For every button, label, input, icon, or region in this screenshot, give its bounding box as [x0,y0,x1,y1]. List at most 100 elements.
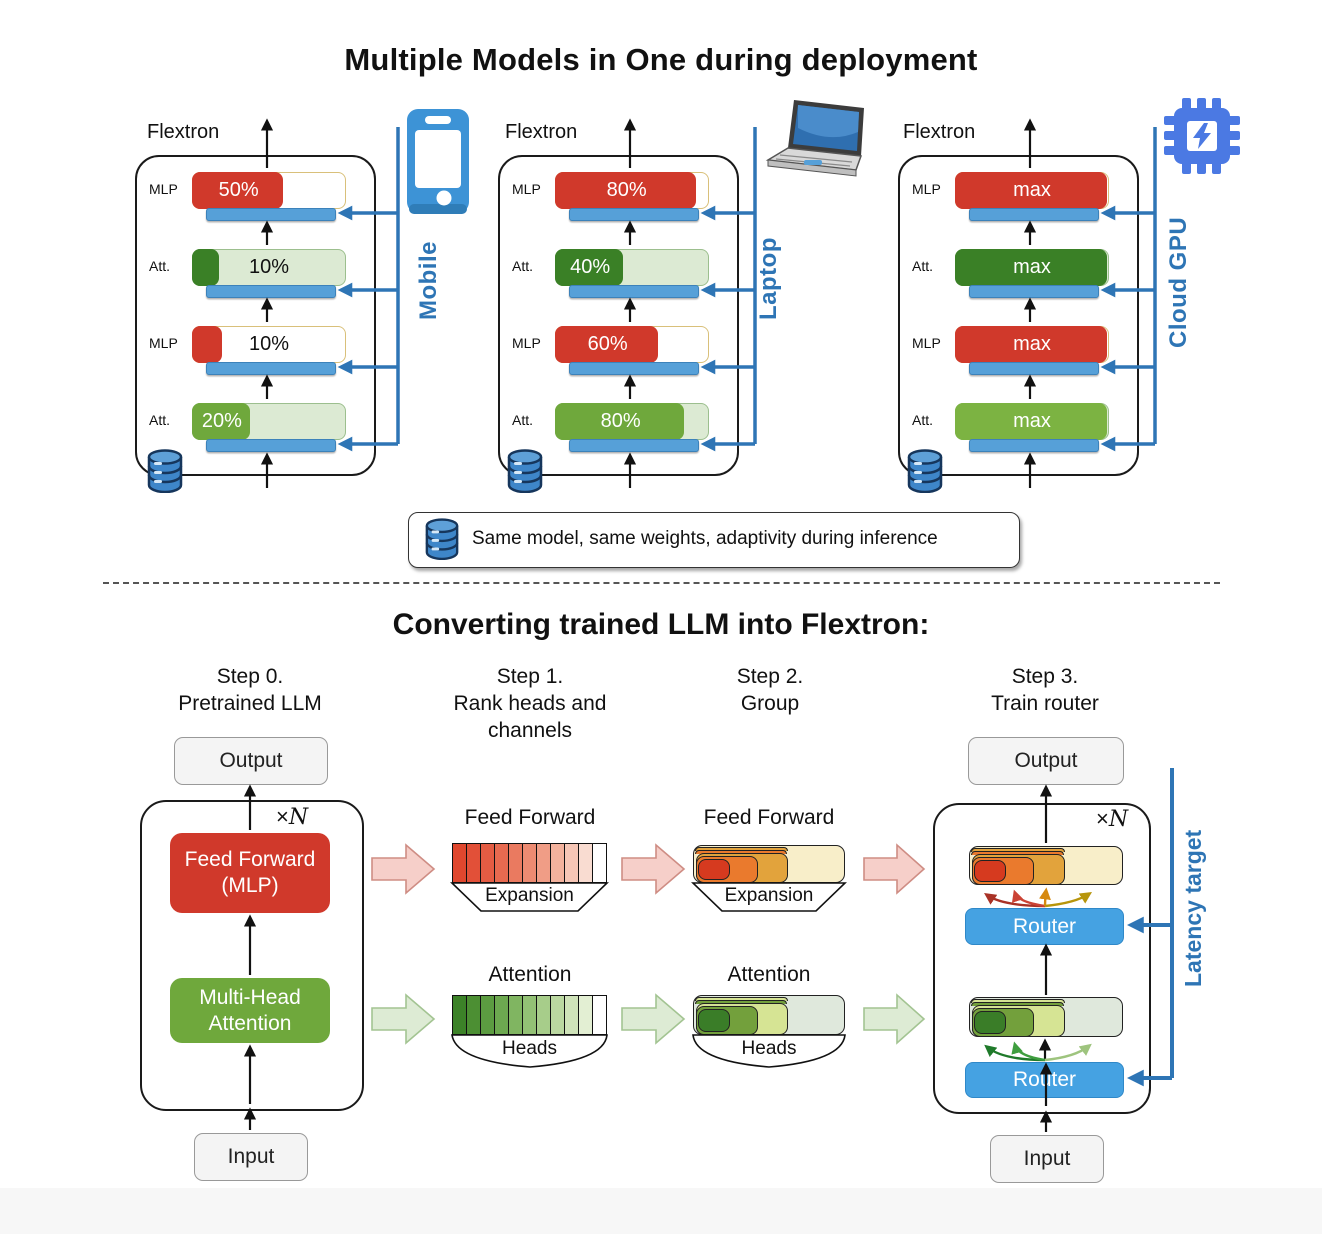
capacity-fill [955,249,1107,286]
layer-label: Att. [512,412,534,428]
rank-cell [481,844,494,882]
capacity-value: 50% [218,179,259,201]
router-bar [569,208,699,221]
layer-label: MLP [149,335,178,351]
feed-forward-label: Feed Forward [703,806,835,829]
capacity-value: 40% [570,256,611,278]
capacity-value: max [1013,179,1051,201]
capacity-fill [192,249,220,286]
heads-label: Heads [741,1038,797,1059]
capacity-fill [192,326,223,363]
rank-cell [593,844,606,882]
capacity-fill [192,403,250,440]
capacity-value: 10% [248,256,290,278]
router-bar [969,362,1099,375]
heads-label: Heads [502,1038,557,1059]
router-bar [206,439,336,452]
rank-cell [453,996,466,1034]
capacity-value: 60% [587,333,628,355]
rank-cell [551,996,564,1034]
laptop-icon [765,100,864,177]
device-label-cloud-gpu: Cloud GPU [1165,216,1192,348]
capacity-fill [555,326,659,363]
ff-channel-rank-bar [452,843,607,883]
rank-cell [509,844,522,882]
router-box-att: Router [965,1062,1124,1098]
capacity-fill [555,172,697,209]
attention-label: Attention [488,963,572,986]
mlp-capacity-track: max [955,172,1109,209]
bottom-title: Converting trained LLM into Flextron: [392,608,930,641]
input-box: Input [990,1135,1104,1183]
layer-label: MLP [512,181,541,197]
capacity-value: max [1013,333,1051,355]
router-box-ff: Router [965,908,1124,945]
att-capacity-track: 40% [555,249,709,286]
layer-label: MLP [512,335,541,351]
capacity-fill [955,403,1107,440]
panel-title-flextron-laptop: Flextron [505,121,578,143]
top-title: Multiple Models in One during deployment [344,42,978,77]
capacity-value: 10% [248,333,290,355]
rank-cell [467,844,480,882]
capacity-fill [955,172,1107,209]
output-box: Output [174,737,328,785]
times-n-label: ×N [276,804,309,830]
capacity-value: 80% [606,179,647,201]
router-bar [206,285,336,298]
feed-forward-label: Feed Forward [464,806,596,829]
layer-label: Att. [149,258,171,274]
capacity-fill [192,172,284,209]
legend-text: Same model, same weights, adaptivity dur… [472,528,938,549]
flextron-panel-laptop: MLP 80% Att. 40% MLP 60% Att. 80% [498,155,739,476]
bottom-margin-band [0,1188,1322,1234]
capacity-value: max [1013,256,1051,278]
rank-cell [523,844,536,882]
rank-cell [453,844,466,882]
att-capacity-track: max [955,403,1109,440]
device-label-laptop: Laptop [755,237,782,320]
panel-title-flextron-mobile: Flextron [147,121,220,143]
att-capacity-track: 20% [192,403,346,440]
rank-cell [495,844,508,882]
router-bar [969,285,1099,298]
database-icon [425,518,459,560]
router-bar [206,208,336,221]
layer-label: Att. [912,412,934,428]
ff-grouped-blocks [693,845,845,883]
ff-grouped-blocks [969,846,1123,885]
layer-label: Att. [512,258,534,274]
layer-label: Att. [912,258,934,274]
rank-cell [509,996,522,1034]
mlp-capacity-track: 10% [192,326,346,363]
capacity-fill [555,249,624,286]
step2-header: Step 2.Group [736,665,804,715]
expansion-label: Expansion [724,885,814,906]
rank-cell [593,996,606,1034]
rank-cell [523,996,536,1034]
database-icon [147,449,183,493]
rank-cell [579,844,592,882]
rank-cell [551,844,564,882]
step-flow-arrows [243,784,1053,1132]
rank-cell [481,996,494,1034]
attention-label: Attention [727,963,811,986]
database-icon [907,449,943,493]
step3-header: Step 3.Train router [991,665,1099,715]
panel-title-flextron-cloud: Flextron [903,121,976,143]
cloud-gpu-chip-icon [1164,98,1240,174]
router-bar [569,362,699,375]
rank-cell [495,996,508,1034]
mobile-phone-icon [407,109,469,214]
rank-cell [565,844,578,882]
att-grouped-blocks [693,995,845,1035]
capacity-value: 80% [600,410,641,432]
layer-label: MLP [149,181,178,197]
mlp-capacity-track: 80% [555,172,709,209]
rank-cell [467,996,480,1034]
att-head-rank-bar [452,995,607,1035]
router-bar [969,208,1099,221]
mlp-capacity-track: 60% [555,326,709,363]
layer-label: MLP [912,181,941,197]
